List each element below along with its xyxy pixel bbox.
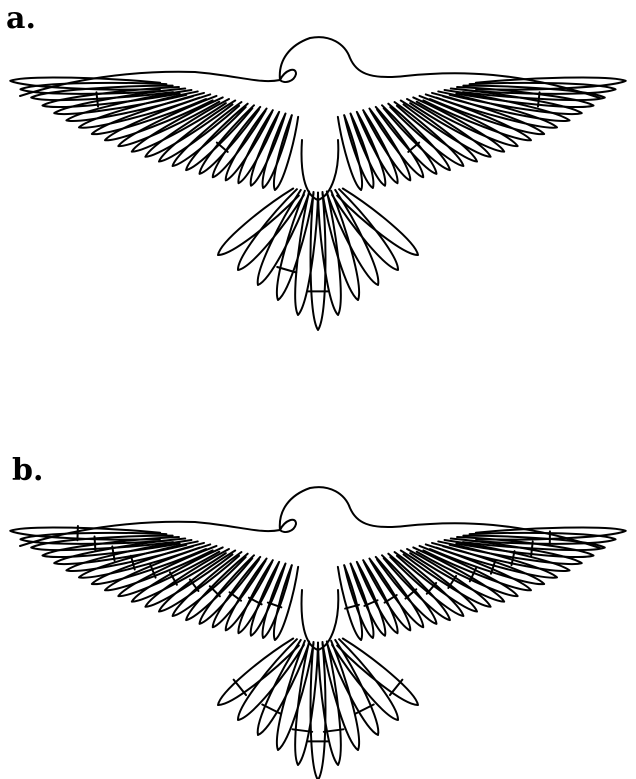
- left-wing-feather: [274, 565, 298, 640]
- tail-feather: [295, 641, 318, 765]
- right-wing-feather: [338, 565, 362, 640]
- feather-break: [390, 680, 402, 695]
- feather-break: [234, 680, 246, 695]
- eagle-figure: [10, 487, 625, 779]
